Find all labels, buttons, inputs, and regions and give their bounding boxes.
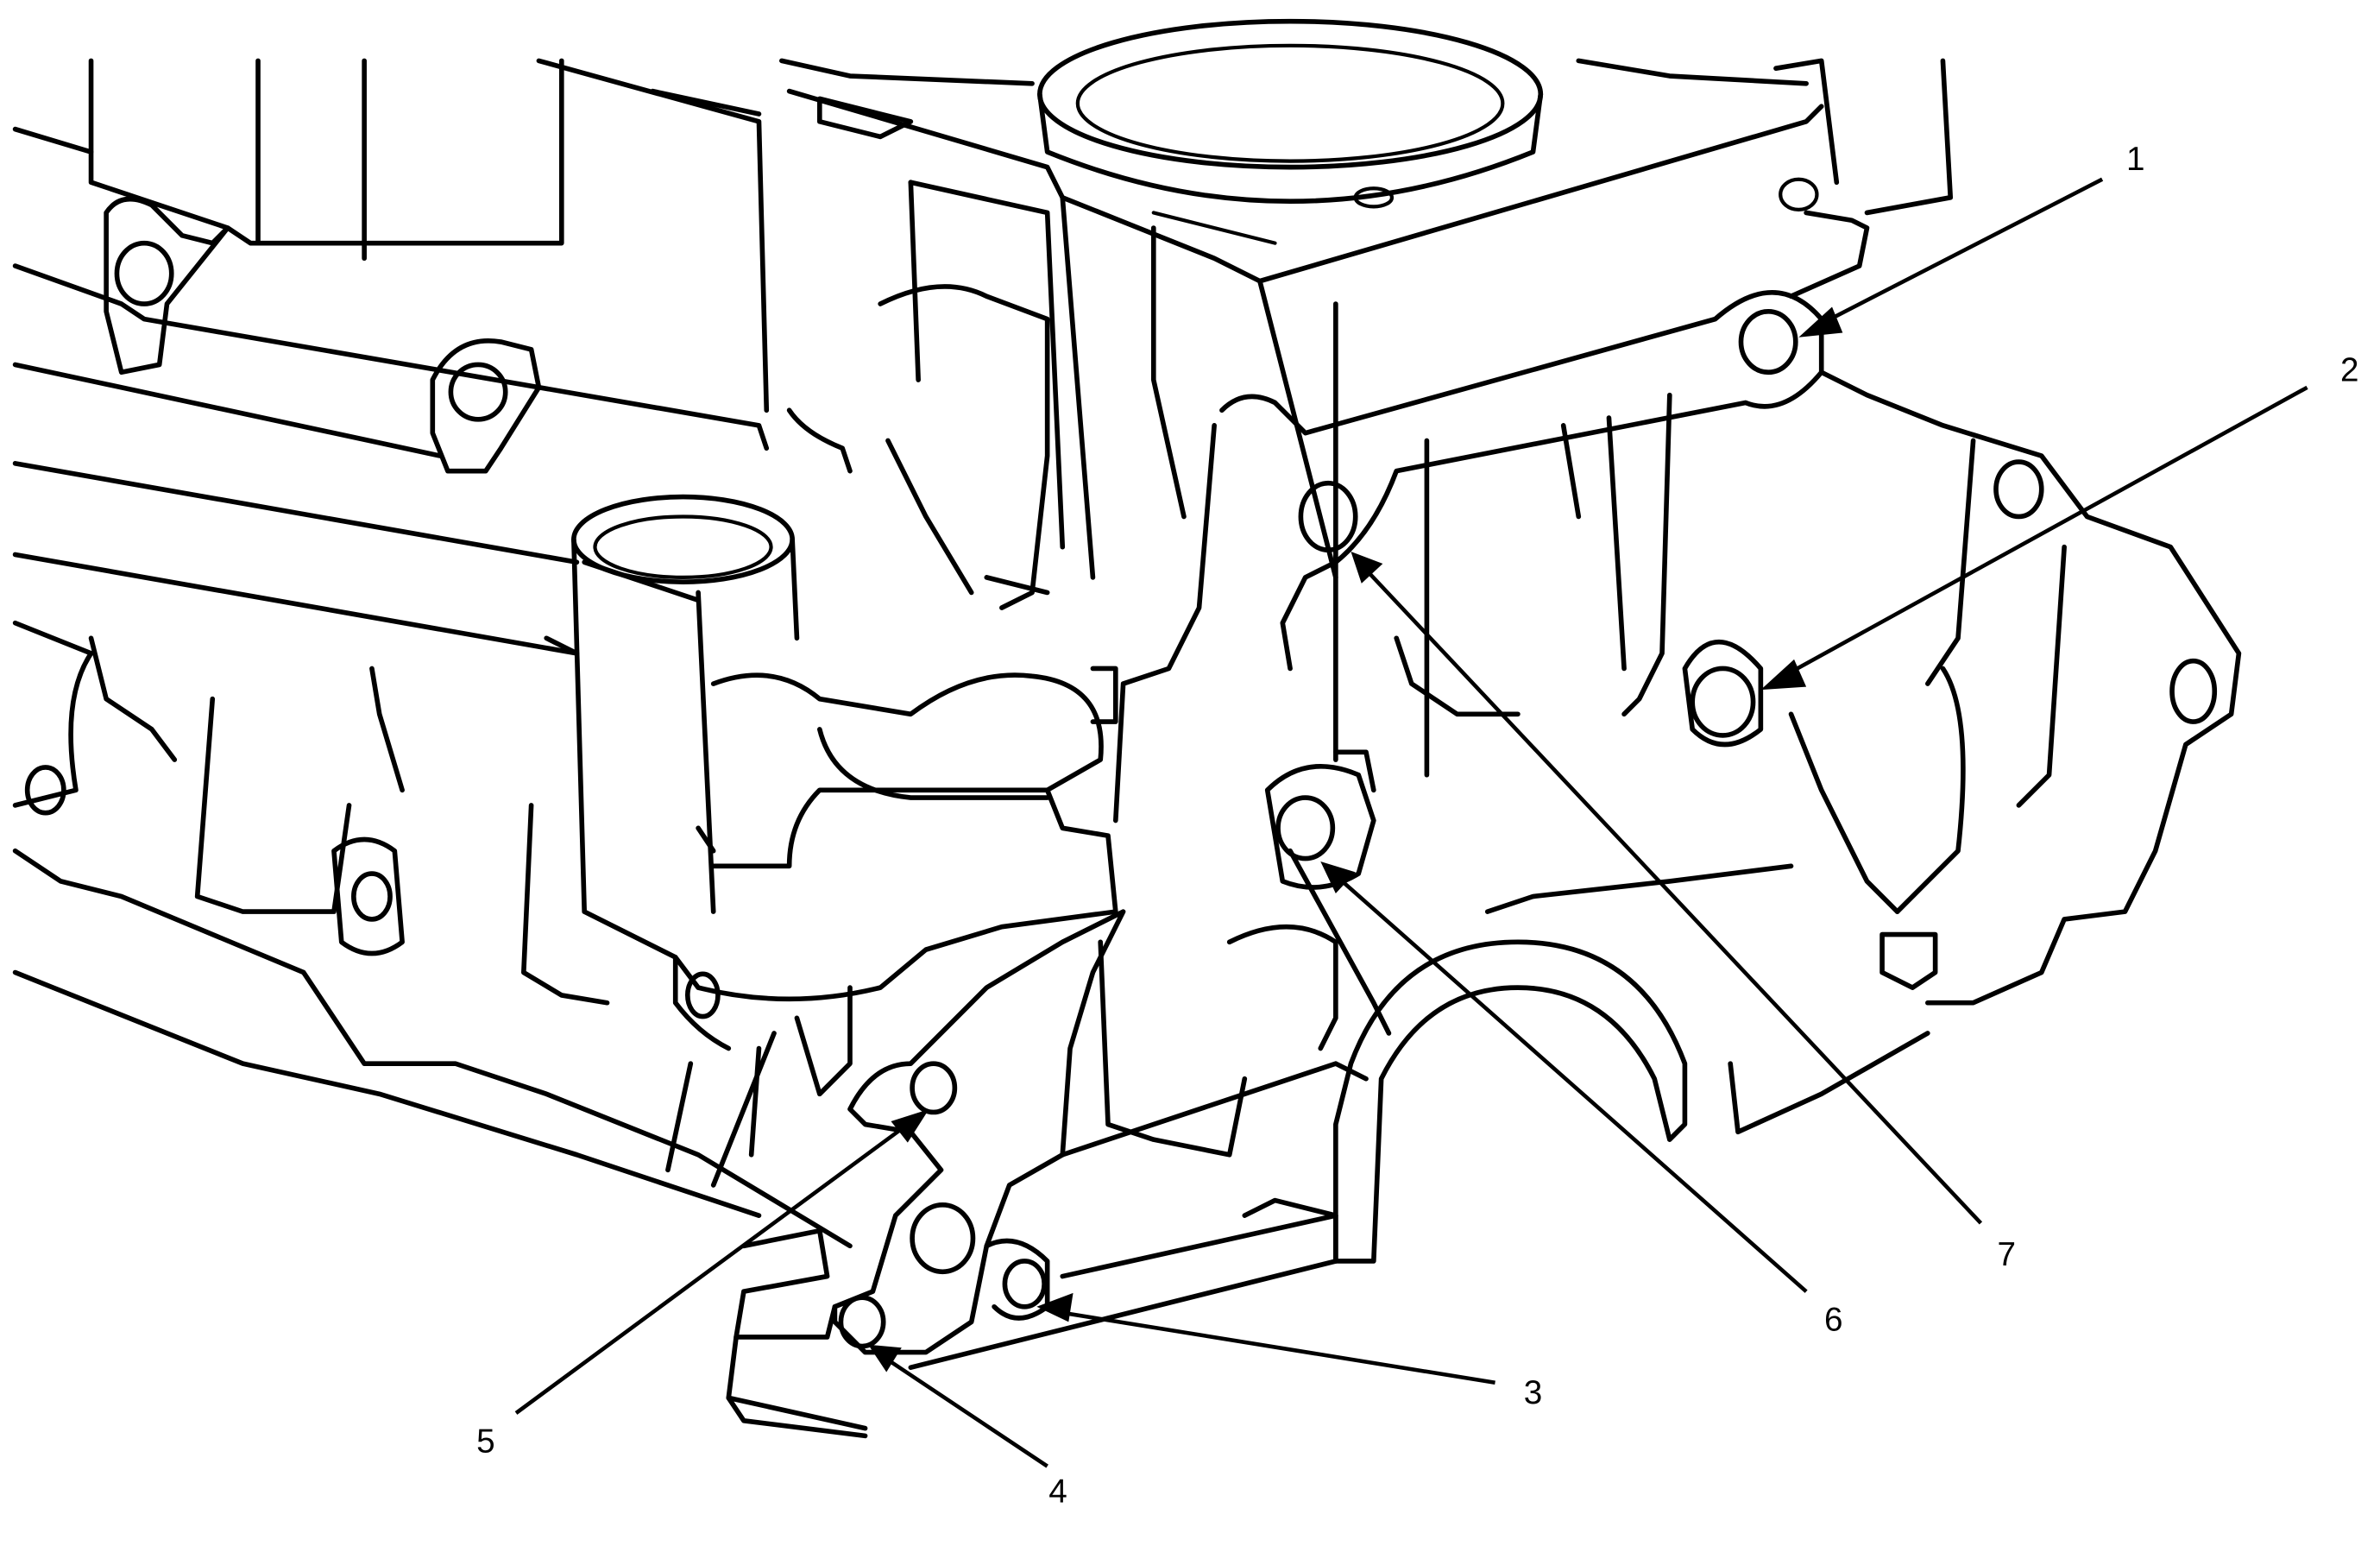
callout-2: 2 (2340, 351, 2359, 388)
callout-7: 7 (1998, 1236, 2017, 1273)
callout-3: 3 (1524, 1374, 1543, 1411)
callout-labels: 1 2 3 4 5 6 7 (476, 141, 2358, 1511)
callout-4: 4 (1048, 1473, 1067, 1510)
callout-6: 6 (1824, 1302, 1843, 1339)
callout-1: 1 (2126, 141, 2145, 178)
engine-block-outline (12, 18, 2242, 1439)
callout-5: 5 (476, 1423, 495, 1460)
callout-leaders (514, 177, 2308, 1468)
